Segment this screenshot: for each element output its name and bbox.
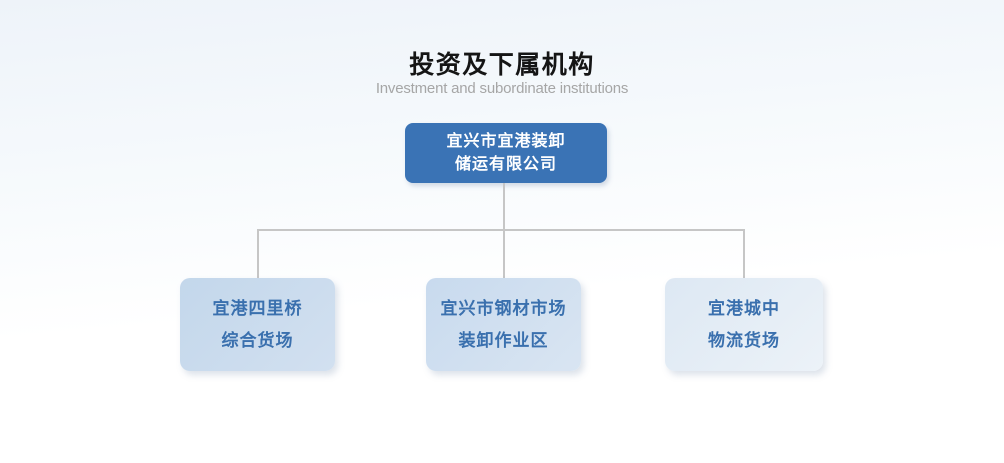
connector-drop-center	[503, 230, 505, 278]
org-root-name-line-2: 储运有限公司	[454, 156, 557, 173]
connector-stem	[503, 183, 505, 230]
org-child-1-name-line-2: 综合货场	[221, 330, 294, 350]
org-child-node-1: 宜港四里桥 综合货场	[180, 278, 335, 371]
org-child-1-name-line-1: 宜港四里桥	[212, 298, 303, 318]
org-root-name-line-1: 宜兴市宜港装卸	[446, 133, 566, 150]
connector-rail	[257, 229, 745, 231]
org-child-3-name-line-2: 物流货场	[708, 330, 780, 350]
org-root-node: 宜兴市宜港装卸 储运有限公司	[405, 123, 607, 183]
connector-drop-left	[257, 230, 259, 278]
page-subtitle: Investment and subordinate institutions	[375, 80, 629, 97]
org-child-2-name-line-2: 装卸作业区	[458, 330, 549, 350]
org-child-2-name-line-1: 宜兴市钢材市场	[440, 298, 567, 318]
connector-drop-right	[743, 230, 745, 278]
page-title: 投资及下属机构	[409, 51, 595, 79]
org-child-3-name-line-1: 宜港城中	[708, 298, 780, 318]
org-child-node-3: 宜港城中 物流货场	[665, 278, 823, 371]
org-child-node-2: 宜兴市钢材市场 装卸作业区	[426, 278, 581, 371]
